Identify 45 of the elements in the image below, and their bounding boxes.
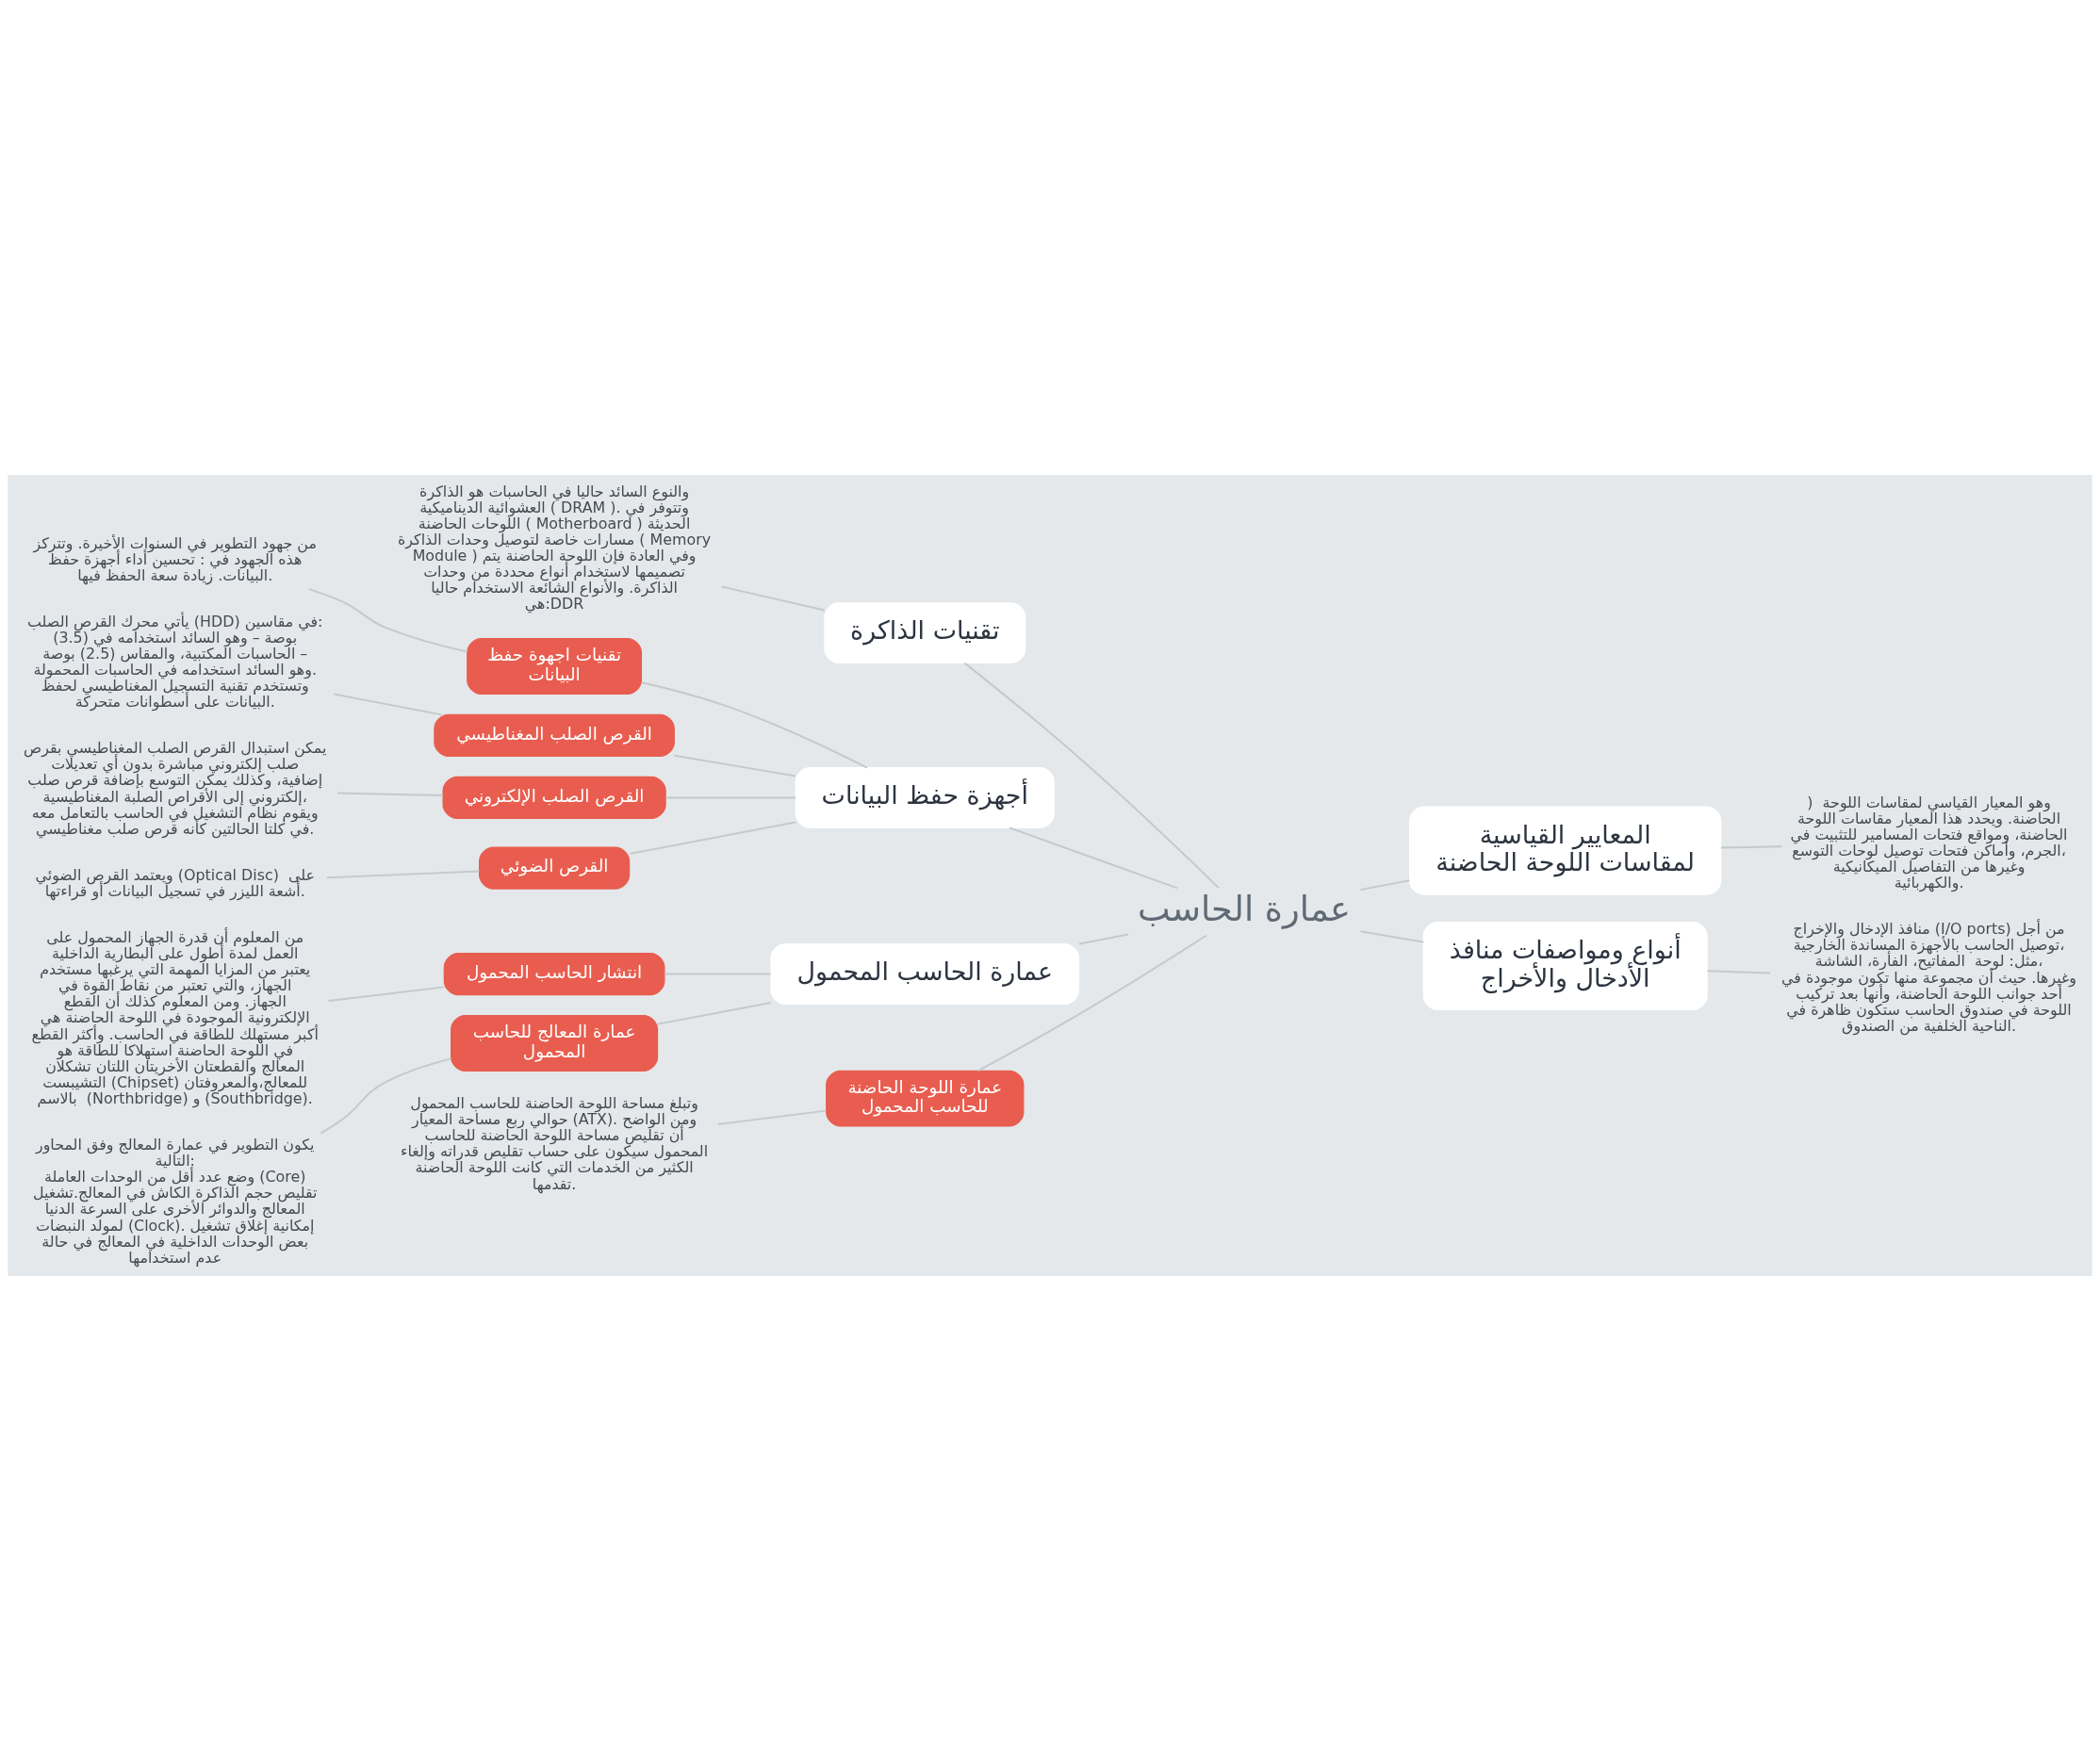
node-box: القرص الصلب المغناطيسي — [434, 713, 675, 758]
connector — [333, 693, 443, 716]
connector — [325, 870, 481, 879]
node-box: انتشار الحاسب المحمول — [443, 952, 665, 996]
connector — [720, 585, 826, 612]
node-box: القرص الصلب الإلكتروني — [442, 776, 666, 820]
connector — [1359, 930, 1425, 943]
connector — [656, 1002, 772, 1025]
connector — [1706, 970, 1772, 974]
node-text: من جهود التطوير في السنوات الأخيرة. وتتركز هذه الجهود في : تحسين أداء أجهزة حفظ البيانات. زيادة سعة الحفظ فيها. — [33, 533, 317, 584]
connector — [327, 986, 446, 1002]
connector — [629, 821, 796, 855]
node-text: يأتي محرك القرص الصلب (HDD) في مقاسين: (3.5) بوصة – وهو السائد استخدامه في الحاسبات المكتبية، والمقاس (2.5) بوصة – وهو السائد استخدامه في الحاسبات المحمولة. وتستخدم تقنية التسجيل المغناطيسي لحفظ البيانات على أسطوانات متحركة. — [27, 612, 323, 712]
connector — [336, 792, 444, 796]
connector — [664, 973, 772, 975]
connector — [320, 1057, 452, 1135]
node-box: تقنيات اجهوة حفظ البيانات — [467, 638, 643, 695]
node-box: عمارة المعالج للحاسب المحمول — [451, 1015, 659, 1072]
connector — [673, 754, 796, 777]
connector — [976, 934, 1207, 1072]
node-text: والنوع السائد حاليا في الحاسبات هو الذاكرة العشوائية الديناميكية ( DRAM ). وتتوفر في اللوحات الحاضنة ( Motherboard ) الحديثة مسارات خاصة لتوصيل وحدات الذاكرة ( Memory Module ) وفي العادة فإن اللوحة الحاضنة يتم تصميمها لاستخدام أنواع محددة من وحدات الذاكرة. والأنواع الشائعة الاستخدام حاليا هي:DDR — [398, 482, 712, 614]
node-text: منافذ الإدخال والإخراج (I/O ports) من أجل توصيل الحاسب بالأجهزة المساندة الخارجية، مثل: لوحة المفاتيح، الفأرة، الشاشة، وغيرها. حيث أن مجموعة منها تكون موجودة في أحد جوانب اللوحة الحاضنة، وأنها بعد تركيب اللوحة في صندوق الحاسب ستكون ظاهرة في الناحية الخلفية من الصندوق. — [1781, 920, 2076, 1035]
connector — [716, 1109, 828, 1125]
connector — [640, 681, 868, 769]
node-box: أنواع ومواصفات منافذ الأدخال والأخراج — [1422, 921, 1708, 1011]
connector — [963, 662, 1220, 889]
node-box: تقنيات الذاكرة — [824, 602, 1026, 663]
node-text: يكون التطوير في عمارة المعالج وفق المحاور التالية: وضع عدد أقل من الوحدات العاملة (Core) تقليص حجم الذاكرة الكاش في المعالج.تشغيل المعالج والدوائر الأخرى على السرعة الدنيا لمولد النبضات (Clock). إمكانية إغلاق تشغيل بعض الوحدات الداخلية في المعالج في حالة عدم استخدامها — [32, 1135, 318, 1267]
node-text: ويعتمد القرص الضوئي (Optical Disc) على أشعة الليزر في تسجيل البيانات أو قراءتها. — [35, 865, 315, 900]
node-text: من المعلوم أن قدرة الجهاز المحمول على العمل لمدة أطول على البطارية الداخلية يعتبر من المزايا المهمة التي يرغبها مستخدم الجهاز، والتي تعتبر من نقاط القوة في الجهاز. ومن المعلوم كذلك أن القطع الإلكترونية الموجودة في اللوحة الحاضنة هي أكبر مستهلك للطاقة في الحاسب. وأكثر القطع في اللوحة الحاضنة استهلاكا للطاقة هو المعالج والقطعتان الأخريتان اللتان تشكلان التشيبست (Chipset) للمعالج،والمعروفتان بالاسم (Northbridge) و (Southbridge). — [31, 927, 319, 1108]
connector — [307, 588, 468, 653]
connector — [1009, 826, 1179, 890]
node-text: يمكن استبدال القرص الصلب المغناطيسي بقرص صلب إلكتروني مباشرة بدون أي تعديلات إضافية، وكذلك يمكن التوسع بإضافة قرص صلب إلكتروني إلى الأقراص الصلبة المغناطيسية، ويقوم نظام التشغيل في الحاسب بالتعامل معه في كلتا الحالتين كأنه قرص صلب مغناطيسي. — [24, 739, 327, 838]
node-box: عمارة الحاسب المحمول — [770, 943, 1080, 1005]
connector — [1359, 879, 1411, 892]
connector — [664, 796, 796, 799]
node-text: وتبلغ مساحة اللوحة الحاضنة للحاسب المحمول حوالي ربع مساحة المعيار (ATX). ومن الواضح أن تقليص مساحة اللوحة الحاضنة للحاسب المحمول سيكون على حساب تقليص قدراته وإلغاء الكثير من الخدمات التي كانت اللوحة الحاضنة تقدمها. — [401, 1093, 709, 1193]
node-text: عمارة الحاسب — [1138, 888, 1352, 929]
node-text: ) وهو المعيار القياسي لمقاسات اللوحة الحاضنة. ويحدد هذا المعيار مقاسات اللوحة الحاضنة، ومواقع فتحات المسامير للتثبيت في الجرم، وأماكن فتحات توصيل لوحات التوسع، وغيرها من التفاصيل الميكانيكية والكهربائية. — [1790, 793, 2068, 892]
node-box: المعايير القياسية لمقاسات اللوحة الحاضنة — [1408, 806, 1722, 895]
node-box: القرص الضوئي — [479, 846, 631, 890]
connector — [1720, 845, 1783, 849]
node-box: أجهزة حفظ البيانات — [795, 767, 1055, 828]
connector — [1077, 933, 1129, 945]
node-box: عمارة اللوحة الحاضنة للحاسب المحمول — [826, 1070, 1025, 1127]
